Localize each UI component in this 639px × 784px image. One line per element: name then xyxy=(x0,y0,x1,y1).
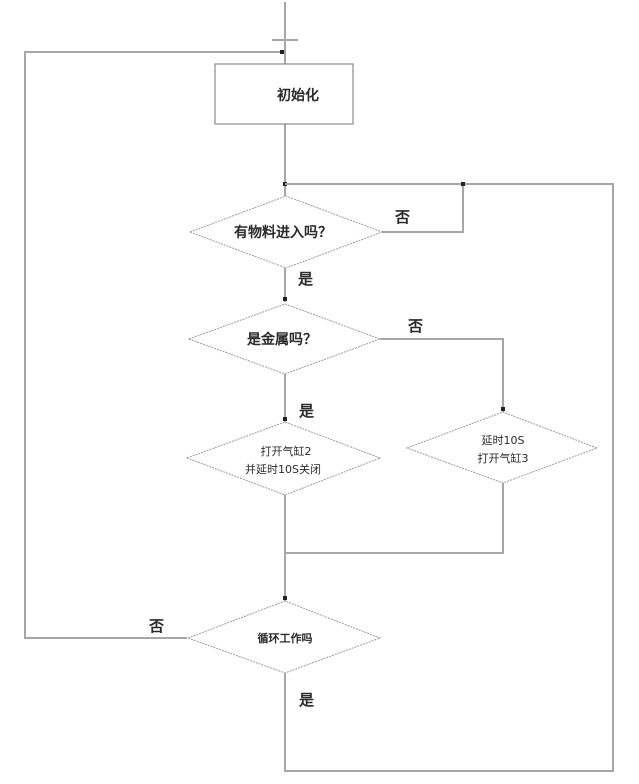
node-metal-check-label: 是金属吗？ xyxy=(247,331,317,348)
label-loop-yes: 是 xyxy=(298,691,315,709)
label-loop-no: 否 xyxy=(148,617,164,635)
label-metal-no: 否 xyxy=(407,317,423,335)
node-open-cyl2-line1: 打开气缸2 xyxy=(261,444,312,458)
edge-metal-no xyxy=(380,338,504,412)
edge-cyl3-merge xyxy=(285,483,504,554)
node-material-check xyxy=(188,195,384,269)
node-open-cyl2-line2: 并延时10S关闭 xyxy=(245,462,321,476)
arrow-head xyxy=(461,182,465,186)
label-metal-yes: 是 xyxy=(298,402,315,420)
arrow-head xyxy=(283,417,287,421)
node-delay-cyl3 xyxy=(405,411,599,484)
edge-loop-no xyxy=(24,51,282,639)
label-material-yes: 是 xyxy=(297,270,314,288)
node-delay-cyl3-line1: 延时10S xyxy=(482,434,525,447)
node-material-check-label: 有物料进入吗？ xyxy=(234,224,332,241)
node-loop-check xyxy=(186,600,382,674)
edge-material-no xyxy=(382,184,464,233)
node-init xyxy=(214,63,354,125)
arrow-head xyxy=(283,596,287,600)
arrow-head xyxy=(501,407,505,411)
node-init-label: 初始化 xyxy=(277,87,319,104)
edge-loop-yes xyxy=(284,183,614,772)
node-metal-check xyxy=(187,303,382,375)
node-open-cyl2 xyxy=(185,421,382,496)
node-delay-cyl3-line2: 打开气缸3 xyxy=(478,451,529,465)
node-loop-check-label: 循环工作吗 xyxy=(258,631,313,645)
arrow-head xyxy=(283,297,287,301)
label-material-no: 否 xyxy=(394,208,410,226)
arrow-head xyxy=(280,50,284,54)
